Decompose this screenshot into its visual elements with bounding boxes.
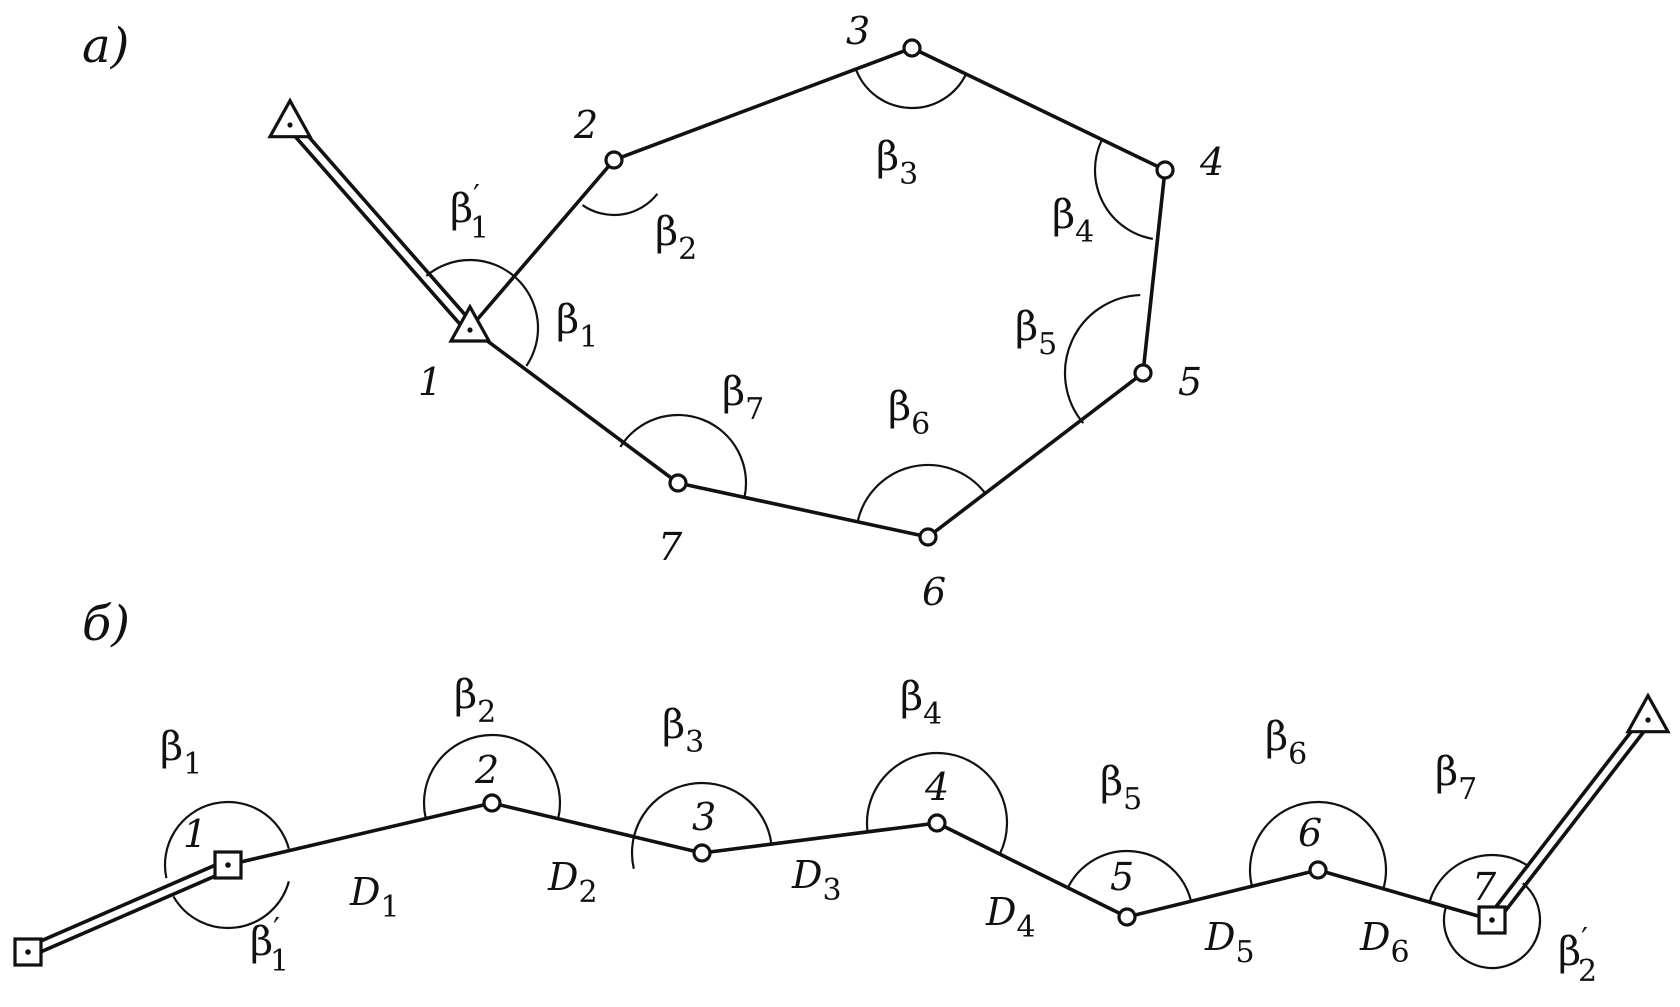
figure-b-point-label-5: 5 bbox=[1110, 855, 1134, 899]
figure-b-end-reference-station-dot bbox=[1645, 717, 1651, 723]
figure-a-station-1-dot bbox=[467, 327, 473, 333]
figure-b-point-label-6: 6 bbox=[1298, 811, 1322, 855]
figure-a-point-label-6: 6 bbox=[922, 570, 946, 614]
figure-b-point-label-4: 4 bbox=[924, 765, 949, 809]
figure-a-label: а) bbox=[82, 18, 129, 74]
figure-b-angle-beta-7: β7 bbox=[1435, 749, 1477, 807]
figure-b-station-1-dot bbox=[225, 862, 231, 868]
figure-b-angle-beta-4: β4 bbox=[900, 674, 942, 732]
figure-a-point-label-7: 7 bbox=[658, 525, 683, 569]
figure-a-side-3-4 bbox=[910, 46, 1167, 172]
figure-b-point-label-7: 7 bbox=[1472, 865, 1497, 909]
figure-a-angle-arc-3 bbox=[855, 70, 968, 110]
figure-b-end-reference-station bbox=[1625, 692, 1671, 734]
figure-b-start-reference-line-b bbox=[24, 858, 228, 950]
figure-b-angle-arc-4 bbox=[865, 751, 1009, 855]
figure-a-angle-arc-4 bbox=[1093, 139, 1154, 241]
figure-b-angle-arc-2-prime bbox=[1442, 882, 1542, 970]
figure-b-label: б) bbox=[82, 596, 130, 652]
figure-a-point-label-4: 4 bbox=[1199, 140, 1224, 184]
figure-b-angle-arc-5 bbox=[1066, 849, 1193, 902]
figure-b-angle-arc-2 bbox=[422, 733, 562, 819]
figure-b-angle-arc-6 bbox=[1248, 800, 1388, 890]
figure-b-end-reference-line-b bbox=[1486, 713, 1646, 919]
figure-b-station-3 bbox=[692, 843, 712, 863]
figure-a-side-5-6 bbox=[926, 371, 1145, 539]
figure-b-angle-beta-3: β3 bbox=[662, 702, 704, 760]
figure-a-station-5 bbox=[1133, 363, 1153, 383]
figure-b-station-6 bbox=[1308, 860, 1328, 880]
figure-a-side-7-1 bbox=[468, 326, 680, 485]
figure-a-angle-beta-4: β4 bbox=[1052, 192, 1094, 250]
figure-a-point-label-2: 2 bbox=[573, 103, 598, 147]
figure-b-angle-beta-2: β2 bbox=[454, 672, 496, 730]
figure-a-station-4 bbox=[1155, 160, 1175, 180]
figure-b-distance-D3: D3 bbox=[791, 853, 842, 908]
figure-a-reference-station bbox=[267, 97, 313, 139]
figure-a-angle-arc-5 bbox=[1063, 293, 1141, 424]
figure-a-point-label-5: 5 bbox=[1178, 360, 1202, 404]
figure-a-point-label-3: 3 bbox=[846, 9, 870, 53]
figure-b-start-reference-line-a bbox=[28, 867, 232, 959]
figure-a-reference-line-b bbox=[291, 117, 476, 327]
figure-a-angle-arc-7 bbox=[619, 413, 748, 498]
figure-b-station-7-dot bbox=[1489, 917, 1495, 923]
figure-a-angle-arc-2 bbox=[581, 193, 659, 217]
figure-a-station-3 bbox=[902, 38, 922, 58]
figure-b-angle-arc-7 bbox=[1428, 853, 1530, 903]
figure-b-side-3-4 bbox=[700, 821, 939, 855]
figure-b-angle-arc-1 bbox=[163, 800, 290, 879]
figure-b-angle-arc-3 bbox=[630, 781, 773, 869]
figure-b-distance-D5: D5 bbox=[1204, 915, 1255, 970]
figure-a-side-2-3 bbox=[612, 46, 914, 162]
figure-a-angle-beta-1: β1 bbox=[556, 297, 598, 355]
figure-b-angle-beta-1-prime: β′1 bbox=[250, 912, 289, 979]
figure-a-angle-beta-3: β3 bbox=[876, 134, 918, 192]
figure-b-side-1-2 bbox=[226, 801, 494, 867]
figure-b-side-6-7 bbox=[1316, 868, 1494, 922]
figure-b-point-label-2: 2 bbox=[474, 748, 499, 792]
figure-a-angle-beta-5: β5 bbox=[1015, 304, 1057, 362]
figure-a-angle-beta-2: β2 bbox=[655, 209, 697, 267]
figure-b-side-2-3 bbox=[490, 801, 704, 855]
figure-a-reference-station-dot bbox=[287, 122, 293, 128]
figure-a-station-1 bbox=[448, 303, 492, 343]
figure-b-distance-D1: D1 bbox=[349, 870, 400, 925]
figure-a-side-4-5 bbox=[1141, 168, 1167, 375]
figure-a-side-6-7 bbox=[676, 481, 930, 539]
figure-b-station-4 bbox=[927, 813, 947, 833]
figure-b-point-label-1: 1 bbox=[183, 812, 207, 856]
figure-a-point-label-1: 1 bbox=[418, 360, 442, 404]
figure-b-angle-beta-1: β1 bbox=[160, 724, 202, 782]
figure-b-angle-arc-1-prime bbox=[172, 881, 290, 930]
figure-a-reference-line-a bbox=[284, 124, 469, 334]
figure-b-station-2 bbox=[482, 793, 502, 813]
figure-a-angle-arc-6 bbox=[856, 463, 986, 523]
figure-b-start-reference-station-dot bbox=[25, 949, 31, 955]
figure-a-station-2 bbox=[604, 150, 624, 170]
figure-b-point-label-3: 3 bbox=[692, 795, 716, 839]
figure-b-distance-D2: D2 bbox=[547, 855, 598, 910]
figure-b-station-5 bbox=[1117, 907, 1137, 927]
figure-b-angle-beta-5: β5 bbox=[1100, 759, 1142, 817]
figure-a-station-7 bbox=[668, 473, 688, 493]
figure-a-station-6 bbox=[918, 527, 938, 547]
figure-a-angle-beta-6: β6 bbox=[888, 384, 930, 442]
figure-b-distance-D6: D6 bbox=[1359, 915, 1410, 970]
figure-b-angle-beta-2-prime: β′2 bbox=[1558, 922, 1597, 989]
figure-a-angle-arc-1 bbox=[425, 258, 540, 367]
figure-b-distance-D4: D4 bbox=[985, 890, 1036, 945]
figure-a-angle-beta-7: β7 bbox=[722, 369, 764, 427]
figure-a-angle-beta-1-prime: β′1 bbox=[450, 179, 489, 246]
figure-b-side-5-6 bbox=[1125, 868, 1320, 919]
figure-a-side-1-2 bbox=[468, 158, 616, 330]
figure-b-angle-beta-6: β6 bbox=[1265, 714, 1307, 772]
figure-b-side-4-5 bbox=[935, 821, 1129, 919]
figure-b-end-reference-line-a bbox=[1494, 719, 1654, 925]
